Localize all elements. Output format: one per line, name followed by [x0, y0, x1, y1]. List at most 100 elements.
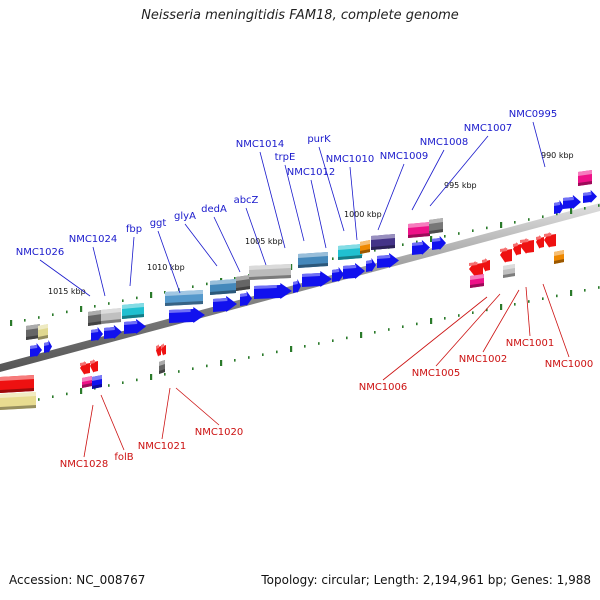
gene-block-forward [165, 290, 203, 306]
tick-mark-lower [304, 345, 306, 348]
tick-mark-upper [430, 236, 433, 242]
gene-block-forward [122, 303, 144, 319]
leader-line-nmc1010 [349, 166, 358, 241]
gene-label-deda: dedA [201, 204, 227, 215]
gene-arrow-forward [377, 253, 399, 268]
gene-label-trpe: trpE [275, 152, 296, 163]
tick-mark-lower [402, 325, 404, 328]
gene-arrow-reverse [482, 258, 490, 272]
gene-block-reverse [503, 264, 515, 278]
gene-label-purk: purK [307, 134, 331, 145]
leader-line-nmc1002 [482, 289, 520, 353]
leader-line-nmc1021 [161, 387, 171, 440]
gene-label-abcz: abcZ [234, 195, 259, 206]
gene-block-forward [578, 170, 592, 186]
tick-mark-lower [472, 311, 474, 314]
leader-line-nmc1026 [39, 259, 91, 297]
tick-mark-lower [416, 322, 418, 326]
leader-line-glya [184, 223, 218, 267]
tick-mark-lower [444, 317, 446, 320]
leader-line-nmc1020 [175, 387, 220, 426]
gene-block-forward [26, 324, 40, 340]
ruler-label: 995 kbp [444, 181, 477, 190]
gene-label-nmc1012: NMC1012 [287, 167, 336, 178]
tick-mark-upper [122, 299, 124, 302]
gene-arrow-forward [293, 279, 301, 293]
tick-mark-lower [136, 378, 138, 382]
tick-mark-upper [486, 226, 488, 230]
tick-mark-lower [430, 318, 433, 324]
gene-arrow-reverse [80, 361, 90, 375]
tick-mark-upper [374, 249, 376, 252]
tick-mark-lower [192, 367, 194, 370]
tick-mark-upper [584, 207, 586, 210]
leader-line-deda [213, 216, 241, 273]
leader-line-ggt [157, 230, 181, 294]
gene-arrow-reverse [544, 232, 556, 248]
gene-block-forward [210, 279, 236, 295]
gene-arrow-reverse [156, 344, 161, 357]
gene-label-nmc1010: NMC1010 [326, 154, 375, 165]
gene-arrow-forward [554, 200, 564, 214]
leader-line-nmc1009 [377, 163, 405, 231]
tick-mark-lower [52, 395, 54, 398]
tick-mark-lower [276, 350, 278, 354]
tick-mark-lower [150, 374, 153, 380]
gene-arrow-reverse [161, 343, 166, 356]
tick-mark-lower [528, 300, 530, 303]
tick-mark-lower [598, 286, 600, 289]
tick-mark-upper [66, 310, 68, 314]
tick-mark-upper [598, 204, 600, 207]
gene-arrow-forward [169, 307, 205, 323]
gene-label-nmc1021: NMC1021 [138, 441, 187, 452]
tick-mark-lower [262, 353, 264, 356]
tick-mark-upper [542, 215, 544, 218]
callout-layer: NMC0995NMC1007NMC1008NMC1009NMC1010purKN… [16, 109, 594, 470]
gene-block-forward [371, 234, 395, 250]
gene-label-nmc1009: NMC1009 [380, 151, 429, 162]
tick-mark-lower [514, 303, 516, 306]
tick-mark-lower [164, 373, 166, 376]
tick-mark-lower [318, 342, 320, 345]
tick-mark-lower [66, 392, 68, 396]
tick-mark-lower [108, 384, 110, 387]
tick-mark-upper [94, 305, 96, 308]
gene-label-ggt: ggt [150, 218, 167, 229]
gene-label-fbp: fbp [126, 224, 142, 235]
tick-mark-upper [290, 264, 293, 270]
gene-block-reverse [92, 375, 102, 389]
tick-mark-lower [80, 388, 83, 394]
tick-mark-upper [514, 221, 516, 224]
tick-mark-lower [570, 290, 573, 296]
ruler-label: 990 kbp [541, 151, 574, 160]
gene-block-reverse [554, 250, 564, 264]
gene-block-forward [408, 222, 430, 238]
gene-arrow-forward [432, 236, 446, 250]
gene-arrow-forward [583, 190, 597, 203]
gene-label-nmc1005: NMC1005 [412, 368, 461, 379]
gene-arrow-forward [563, 195, 581, 209]
tick-mark-upper [38, 316, 40, 319]
tick-mark-upper [234, 277, 236, 280]
leader-line-fbp [129, 236, 135, 287]
tick-mark-lower [360, 332, 363, 338]
tick-mark-upper [150, 292, 153, 298]
leader-line-folb [100, 394, 125, 451]
gene-label-nmc1026: NMC1026 [16, 247, 65, 258]
tick-mark-lower [38, 398, 40, 401]
leader-line-nmc1014 [259, 151, 286, 249]
gene-label-nmc1006: NMC1006 [359, 382, 408, 393]
tick-mark-upper [136, 296, 138, 300]
gene-block-forward [88, 310, 102, 326]
tick-mark-lower [346, 336, 348, 340]
page-title: Neisseria meningitidis FAM18, complete g… [141, 8, 459, 23]
gene-arrow-reverse [536, 235, 544, 249]
gene-block-reverse [0, 392, 36, 410]
gene-block-forward [429, 218, 443, 234]
ruler-label: 1015 kbp [48, 287, 86, 296]
gene-arrow-forward [343, 263, 365, 279]
gene-arrow-reverse [520, 238, 534, 254]
leader-line-nmc1005 [435, 293, 501, 367]
gene-arrow-reverse [500, 247, 512, 263]
